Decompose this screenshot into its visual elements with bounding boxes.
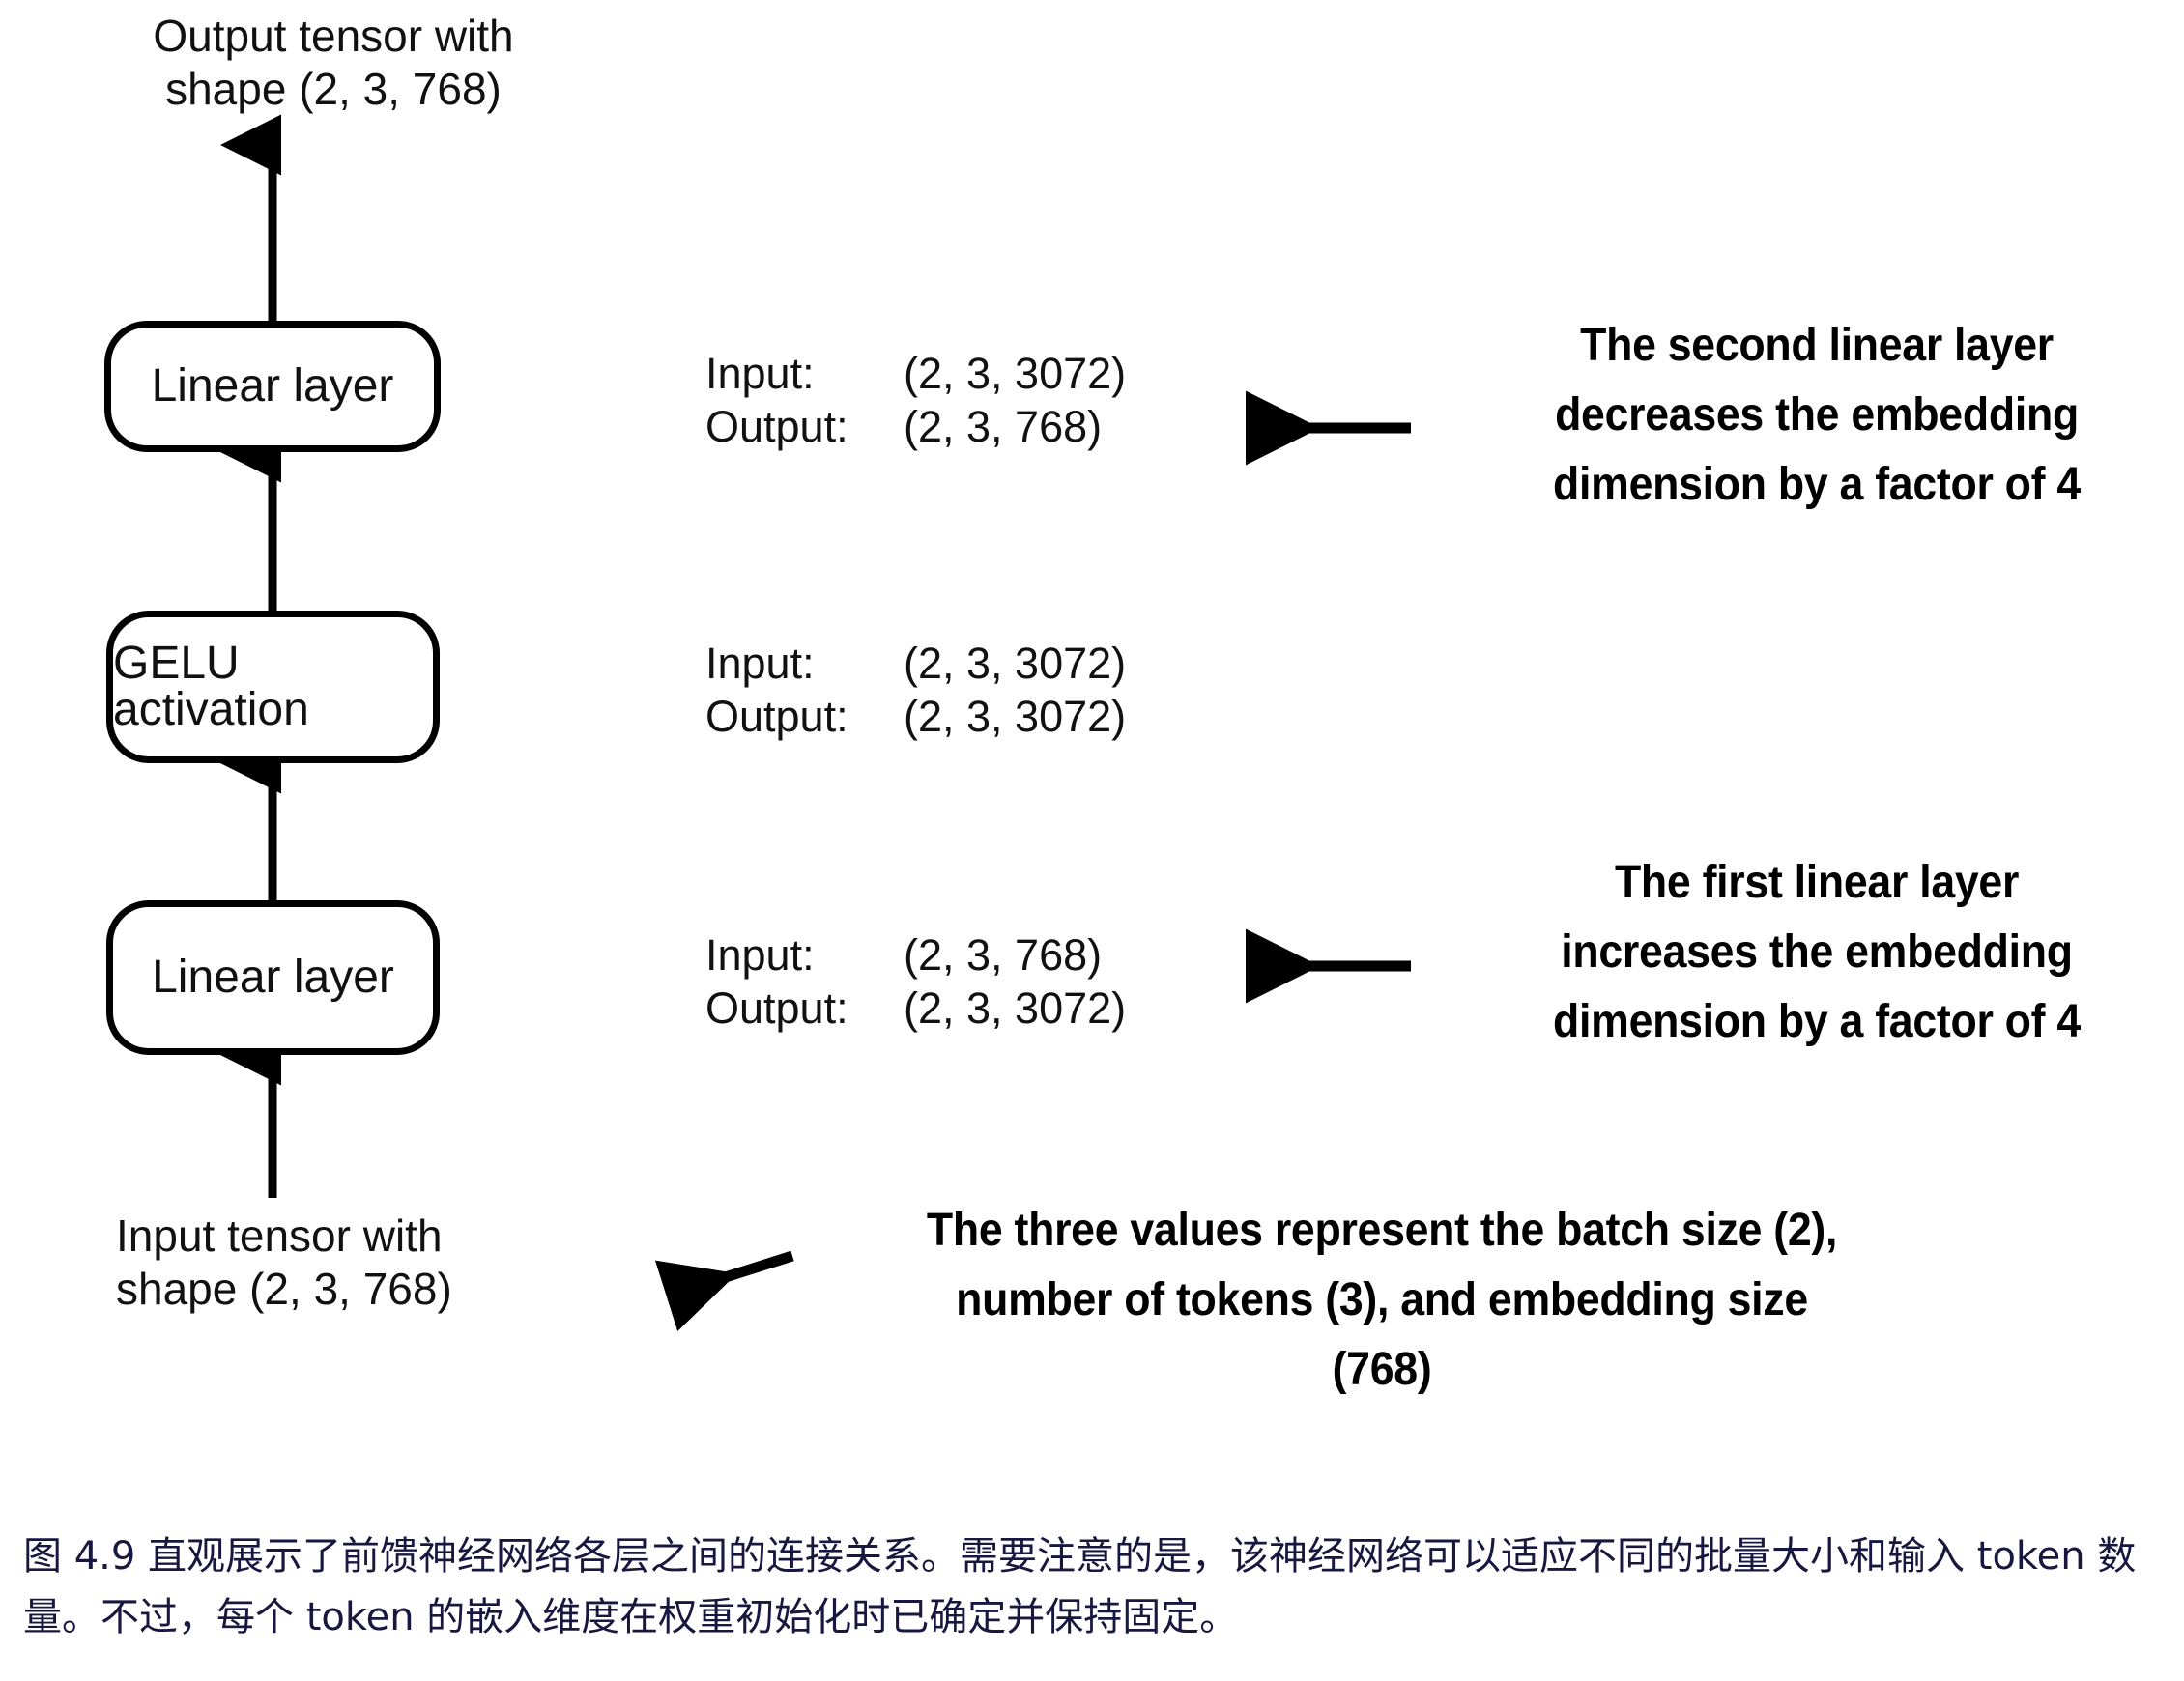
io-input-value: (2, 3, 768)	[904, 930, 1103, 980]
io-input-key: Input:	[705, 930, 815, 980]
io-row-input: Input: (2, 3, 3072)	[705, 638, 1126, 691]
io-block-gelu-activation: Input: (2, 3, 3072) Output: (2, 3, 3072)	[705, 638, 1126, 744]
callout-line: The three values represent the batch siz…	[926, 1205, 1838, 1256]
callout-line: The first linear layer	[1614, 857, 2020, 908]
output-tensor-label: Output tensor with shape (2, 3, 768)	[153, 11, 514, 115]
figure-caption: 图 4.9 直观展示了前馈神经网络各层之间的连接关系。需要注意的是，该神经网络可…	[23, 1534, 2137, 1640]
callout-line: decreases the embedding	[1555, 389, 2079, 441]
io-output-key: Output:	[705, 691, 848, 741]
callout-line: number of tokens (3), and embedding size	[956, 1274, 1808, 1325]
callout-line: The second linear layer	[1580, 320, 2054, 371]
layer-box-label: Linear layer	[152, 952, 394, 1003]
layer-box-first-linear[interactable]: Linear layer	[106, 900, 440, 1055]
callout-line: (768)	[1332, 1344, 1432, 1395]
arrow-callout-shape-values	[654, 1250, 794, 1332]
callout-shape-values: The three values represent the batch siz…	[851, 1196, 1911, 1405]
callout-first-linear: The first linear layer increases the emb…	[1503, 848, 2132, 1057]
callout-line: dimension by a factor of 4	[1553, 996, 2081, 1047]
io-input-value: (2, 3, 3072)	[904, 349, 1127, 398]
callout-second-linear: The second linear layer decreases the em…	[1503, 311, 2132, 520]
io-row-output: Output: (2, 3, 3072)	[705, 691, 1126, 744]
io-row-output: Output: (2, 3, 768)	[705, 401, 1126, 454]
io-output-value: (2, 3, 3072)	[904, 983, 1127, 1033]
io-block-first-linear: Input: (2, 3, 768) Output: (2, 3, 3072)	[705, 929, 1126, 1036]
io-row-output: Output: (2, 3, 3072)	[705, 983, 1126, 1036]
io-input-key: Input:	[705, 349, 815, 398]
io-output-value: (2, 3, 768)	[904, 401, 1103, 451]
io-row-input: Input: (2, 3, 768)	[705, 929, 1126, 983]
io-output-value: (2, 3, 3072)	[904, 691, 1127, 741]
io-row-input: Input: (2, 3, 3072)	[705, 348, 1126, 401]
layer-box-gelu-activation[interactable]: GELU activation	[106, 611, 440, 763]
input-tensor-label: Input tensor with shape (2, 3, 768)	[116, 1211, 452, 1315]
layer-box-label: GELU activation	[113, 638, 309, 735]
callout-line: dimension by a factor of 4	[1553, 459, 2081, 510]
layer-box-second-linear[interactable]: Linear layer	[104, 321, 441, 452]
io-output-key: Output:	[705, 401, 848, 451]
io-block-second-linear: Input: (2, 3, 3072) Output: (2, 3, 768)	[705, 348, 1126, 454]
callout-line: increases the embedding	[1561, 926, 2073, 978]
io-input-value: (2, 3, 3072)	[904, 639, 1127, 688]
io-output-key: Output:	[705, 983, 848, 1033]
io-input-key: Input:	[705, 639, 815, 688]
layer-box-label: Linear layer	[151, 360, 394, 412]
